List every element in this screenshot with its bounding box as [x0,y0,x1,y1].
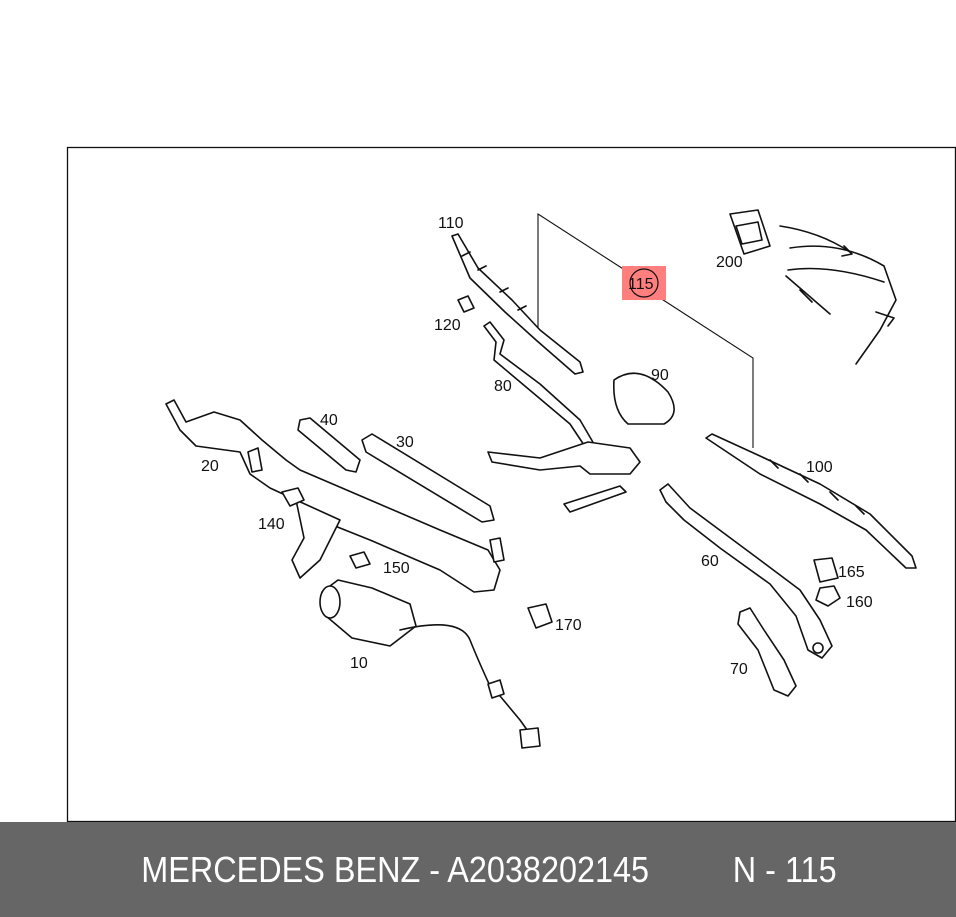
parts-diagram: 110 115 200 120 90 80 40 30 20 140 100 1… [66,146,956,822]
wiper-arm-80 [483,321,641,513]
callout-115-circle [629,268,659,298]
leader-line-115-a [537,212,632,330]
callout-115-highlight [622,266,666,300]
callout-115[interactable]: 115 [628,276,654,293]
callout-90[interactable]: 90 [651,367,669,384]
page-reference-text: N - 115 [733,848,838,890]
callout-30[interactable]: 30 [396,434,414,451]
wiper-blade-110 [451,233,584,375]
callout-20[interactable]: 20 [201,458,219,475]
callout-40[interactable]: 40 [320,412,338,429]
clip-170 [527,603,553,629]
leader-line-115-b [656,295,754,448]
cap-90 [612,372,675,425]
callout-120[interactable]: 120 [434,317,461,334]
callout-60[interactable]: 60 [701,553,719,570]
callout-150[interactable]: 150 [383,560,410,577]
wiper-blade-100 [705,433,917,569]
callout-70[interactable]: 70 [730,661,748,678]
callout-100[interactable]: 100 [806,459,833,476]
clip-120 [457,295,475,313]
callout-80[interactable]: 80 [494,378,512,395]
callout-10[interactable]: 10 [350,655,368,672]
footer-bar: MERCEDES BENZ - A2038202145 N - 115 [0,822,956,917]
nut-160 [815,585,841,607]
windshield-sketch-200 [729,209,897,365]
callout-165[interactable]: 165 [838,564,865,581]
part-number-text: MERCEDES BENZ - A2038202145 [141,848,650,890]
callout-140[interactable]: 140 [258,516,285,533]
cap-165 [813,557,839,583]
callout-110[interactable]: 110 [438,215,464,232]
callout-200[interactable]: 200 [716,254,743,271]
callout-160[interactable]: 160 [846,594,873,611]
wiper-linkage-frame [165,399,505,593]
wiper-arm-60 [659,483,833,659]
cover-70 [737,607,797,697]
callout-170[interactable]: 170 [555,617,582,634]
wiper-motor-10 [319,579,541,749]
